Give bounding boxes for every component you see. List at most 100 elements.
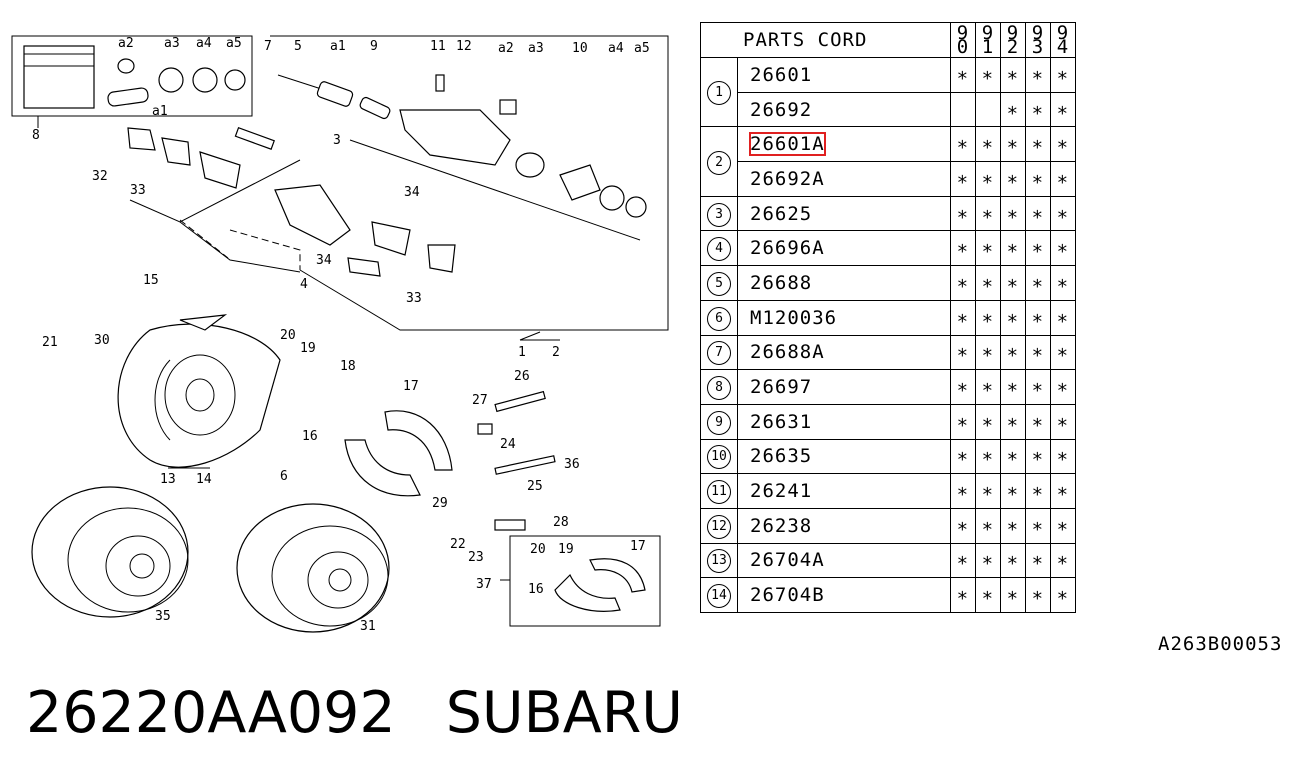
part-code: 26241 [737, 473, 951, 509]
year-mark: ∗ [950, 403, 976, 440]
part-code-text: 26241 [750, 480, 813, 503]
part-code: 26688 [737, 265, 951, 301]
year-mark: ∗ [1050, 265, 1076, 301]
part-number: 26220AA092 [26, 680, 396, 746]
part-code-text: 26692A [750, 167, 825, 190]
callout-label: 12 [456, 39, 472, 54]
callout-label: a3 [528, 41, 544, 56]
year-mark: ∗ [1000, 369, 1026, 405]
table-row: 26692∗∗∗ [701, 91, 1076, 128]
year-mark: ∗ [1050, 126, 1076, 163]
year-mark: ∗ [975, 57, 1001, 93]
callout-label: 2 [552, 345, 560, 360]
year-mark: ∗ [1000, 126, 1026, 163]
year-mark: ∗ [950, 126, 976, 163]
item-number: 9 [707, 410, 731, 435]
item-number-cell: 5 [700, 265, 738, 301]
callout-label: 20 [280, 328, 296, 343]
item-number: 12 [707, 514, 731, 539]
part-code-text: 26696A [750, 237, 825, 260]
callout-label: a5 [226, 36, 242, 51]
part-code-text: 26625 [750, 202, 813, 225]
year-mark: ∗ [1025, 126, 1051, 163]
year-mark: ∗ [1050, 473, 1076, 509]
year-mark: ∗ [1025, 334, 1051, 371]
item-number: 6 [707, 306, 731, 331]
year-mark: ∗ [1050, 230, 1076, 267]
year-mark: ∗ [1025, 507, 1051, 544]
year-mark: ∗ [975, 473, 1001, 509]
item-number-cell: 12 [700, 507, 738, 544]
year-mark: ∗ [1025, 369, 1051, 405]
year-mark: ∗ [950, 195, 976, 232]
callout-label: 30 [94, 333, 110, 348]
item-number: 10 [707, 445, 731, 470]
item-number-cell: 8 [700, 369, 738, 405]
year-mark: ∗ [975, 403, 1001, 440]
year-mark: ∗ [950, 161, 976, 197]
item-number-cell: 13 [700, 542, 738, 579]
brake-rotors [31, 486, 390, 633]
year-mark: ∗ [1025, 577, 1051, 613]
callout-label: 25 [527, 479, 543, 494]
year-93-header: 9 3 [1025, 22, 1051, 58]
callout-label: 28 [553, 515, 569, 530]
year-mark: ∗ [1000, 265, 1026, 301]
year-mark: ∗ [975, 195, 1001, 232]
year-mark: ∗ [1025, 195, 1051, 232]
year-mark: ∗ [950, 438, 976, 475]
callout-label: a3 [164, 36, 180, 51]
callout-label: 6 [280, 469, 288, 484]
year-mark: ∗ [1050, 438, 1076, 475]
part-code-text: 26697 [750, 376, 813, 399]
part-code: 26688A [737, 334, 951, 371]
part-code-text: 26631 [750, 410, 813, 433]
callout-label: 29 [432, 496, 448, 511]
callout-label: 31 [360, 619, 376, 634]
year-mark: ∗ [1025, 542, 1051, 579]
year-mark: ∗ [975, 299, 1001, 336]
year-mark: ∗ [1000, 334, 1026, 371]
item-number: 1 [707, 81, 731, 106]
callout-label: 17 [630, 539, 646, 554]
item-number-cell: 9 [700, 403, 738, 440]
item-number: 13 [707, 549, 731, 574]
year-mark: ∗ [950, 299, 976, 336]
year-mark: ∗ [1025, 161, 1051, 197]
year-mark: ∗ [950, 473, 976, 509]
year-mark: ∗ [1000, 161, 1026, 197]
part-code-text: 26688A [750, 341, 825, 364]
callout-label: a2 [498, 41, 514, 56]
year-mark: ∗ [1050, 195, 1076, 232]
callout-label: 7 [264, 39, 272, 54]
item-number: 8 [707, 376, 731, 401]
item-number: 11 [707, 480, 731, 505]
year-mark: ∗ [950, 265, 976, 301]
part-code-text: 26688 [750, 271, 813, 294]
callout-label: 26 [514, 369, 530, 384]
item-number-cell: 6 [700, 299, 738, 336]
year-mark: ∗ [950, 507, 976, 544]
year-mark: ∗ [1050, 403, 1076, 440]
year-mark: ∗ [1000, 577, 1026, 613]
parking-brake-shoes [344, 390, 556, 531]
item-number: 5 [707, 271, 731, 296]
callout-label: 13 [160, 472, 176, 487]
callout-label: 3 [333, 133, 341, 148]
part-code-text: 26601 [750, 63, 813, 86]
year-mark: ∗ [1025, 230, 1051, 267]
year-mark: ∗ [1000, 507, 1026, 544]
callout-label: 4 [300, 277, 308, 292]
year-mark: ∗ [950, 230, 976, 267]
item-number: 7 [707, 341, 731, 366]
year-mark: ∗ [975, 577, 1001, 613]
year-mark: ∗ [1050, 577, 1076, 613]
parts-exploded-diagram: 8 a2 a3 a4 a5 a1 7 5 a1 9 11 12 a2 a3 10… [11, 35, 669, 634]
